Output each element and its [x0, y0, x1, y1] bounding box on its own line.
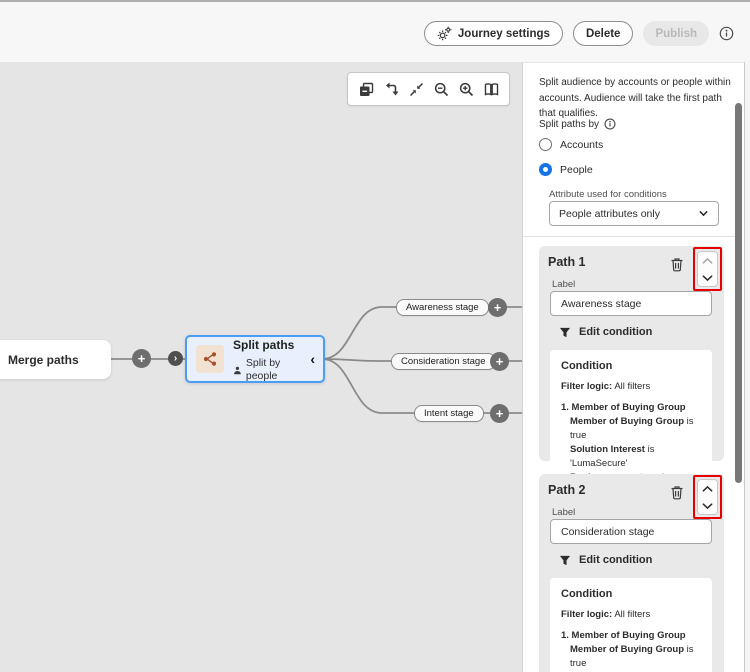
add-node-button-branch-2[interactable]: +	[490, 352, 509, 371]
header-bar: Journey settings Delete Publish	[0, 2, 750, 62]
add-node-button-branch-3[interactable]: +	[490, 404, 509, 423]
split-node-icon-tile	[196, 345, 224, 373]
radio-accounts[interactable]	[539, 138, 552, 151]
merge-paths-node[interactable]: Merge paths	[0, 340, 111, 379]
journey-settings-button[interactable]: Journey settings	[423, 21, 563, 46]
delete-button[interactable]: Delete	[572, 21, 634, 46]
delete-path-1-icon[interactable]	[670, 257, 684, 272]
window-edge-strip	[744, 62, 750, 672]
path-2-card: Path 2 L	[539, 474, 724, 672]
path-2-condition-summary: Condition Filter logic: All filters 1. M…	[550, 578, 712, 672]
path-2-label-caption: Label	[552, 507, 576, 518]
split-paths-by-label: Split paths by	[539, 118, 600, 130]
condition-heading: Condition	[561, 588, 613, 600]
condition-row: Solution Interest is 'LumaSecure'	[570, 444, 655, 469]
filter-funnel-icon	[559, 327, 571, 337]
auto-layout-icon[interactable]	[382, 80, 400, 98]
path-1-label-input[interactable]	[550, 291, 712, 316]
zoom-in-icon[interactable]	[457, 80, 475, 98]
minimap-icon[interactable]	[482, 80, 500, 98]
move-path-2-down-button[interactable]	[698, 497, 717, 514]
plus-icon: +	[137, 351, 146, 366]
condition-row: 1. Member of Buying Group	[561, 630, 686, 641]
condition-row: Member of Buying Group is true	[570, 644, 694, 669]
condition-row: 1. Member of Buying Group	[561, 402, 686, 413]
journey-canvas[interactable]: Merge paths + › Split paths	[0, 62, 522, 672]
delete-label: Delete	[585, 27, 621, 40]
filter-logic-label: Filter logic:	[561, 609, 613, 620]
split-paths-node[interactable]: Split paths Split by people ‹	[185, 335, 325, 383]
journey-settings-label: Journey settings	[457, 27, 550, 40]
gears-icon	[437, 26, 452, 41]
edit-condition-label: Edit condition	[579, 326, 653, 338]
add-node-button[interactable]: +	[132, 349, 151, 368]
radio-people[interactable]	[539, 163, 552, 176]
attribute-caption: Attribute used for conditions	[549, 189, 667, 200]
branch-label-consideration: Consideration stage	[391, 353, 496, 370]
plus-icon: +	[495, 406, 504, 421]
filter-logic-value: All filters	[612, 381, 651, 392]
path-2-edit-condition-button[interactable]: Edit condition	[559, 554, 652, 566]
path-2-label-input[interactable]	[550, 519, 712, 544]
move-path-1-up-button[interactable]	[698, 252, 717, 269]
go-to-node-button[interactable]: ›	[168, 351, 183, 366]
split-share-icon	[203, 352, 217, 366]
filter-logic-value: All filters	[612, 609, 651, 620]
delete-path-2-icon[interactable]	[670, 485, 684, 500]
header-actions: Journey settings Delete Publish	[423, 21, 734, 46]
path-1-card: Path 1 L	[539, 246, 724, 510]
radio-accounts-label[interactable]: Accounts	[560, 138, 604, 151]
zoom-out-icon[interactable]	[432, 80, 450, 98]
info-icon[interactable]	[719, 26, 734, 41]
branch-label-intent: Intent stage	[414, 405, 484, 422]
publish-label: Publish	[655, 27, 697, 40]
collapse-panel-chevron-icon[interactable]: ‹	[310, 351, 315, 367]
path-1-title: Path 1	[548, 255, 586, 269]
plus-icon: +	[493, 300, 502, 315]
move-path-2-up-button[interactable]	[698, 480, 717, 497]
path-2-reorder-stepper	[697, 479, 718, 515]
publish-button[interactable]: Publish	[643, 21, 709, 46]
fit-view-icon[interactable]	[407, 80, 425, 98]
attribute-select-value: People attributes only	[559, 207, 660, 220]
filter-funnel-icon	[559, 555, 571, 565]
radio-option-accounts[interactable]: Accounts	[539, 138, 603, 151]
canvas-toolbar	[347, 72, 510, 106]
path-1-reorder-stepper	[697, 251, 718, 287]
add-node-button-branch-1[interactable]: +	[488, 298, 507, 317]
split-node-title: Split paths	[233, 337, 295, 352]
attribute-select[interactable]: People attributes only	[549, 201, 719, 226]
move-path-1-down-button[interactable]	[698, 269, 717, 286]
branch-label-awareness: Awareness stage	[396, 299, 489, 316]
condition-row: Member of Buying Group is true	[570, 416, 694, 441]
condition-heading: Condition	[561, 360, 613, 372]
panel-scrollbar[interactable]	[735, 103, 742, 483]
split-settings-panel: Split audience by accounts or people wit…	[522, 62, 744, 672]
merge-paths-node-label: Merge paths	[8, 352, 79, 367]
chevron-down-icon	[699, 211, 708, 217]
path-1-label-caption: Label	[552, 279, 576, 290]
edit-condition-label: Edit condition	[579, 554, 653, 566]
radio-option-people[interactable]: People	[539, 163, 593, 176]
path-1-edit-condition-button[interactable]: Edit condition	[559, 326, 652, 338]
section-divider	[523, 236, 735, 237]
person-icon	[234, 366, 241, 374]
collapse-all-icon[interactable]	[357, 80, 375, 98]
split-node-subtitle: Split by people	[245, 356, 281, 382]
info-icon-small[interactable]	[604, 118, 616, 130]
panel-description: Split audience by accounts or people wit…	[539, 77, 731, 119]
radio-people-label[interactable]: People	[560, 163, 593, 176]
plus-icon: +	[495, 354, 504, 369]
path-2-title: Path 2	[548, 483, 586, 497]
chevron-right-icon: ›	[173, 353, 178, 364]
filter-logic-label: Filter logic:	[561, 381, 613, 392]
